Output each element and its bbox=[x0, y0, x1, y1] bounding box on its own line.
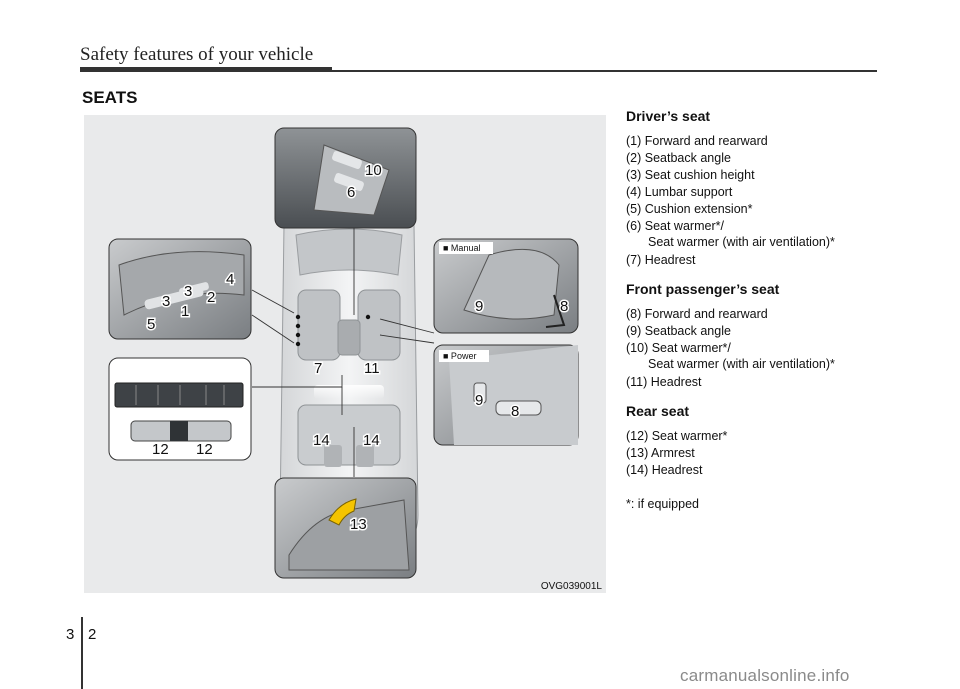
callout-6: 6 bbox=[347, 184, 355, 201]
driver-item: (4) Lumbar support bbox=[626, 185, 733, 199]
rear-item: (14) Headrest bbox=[626, 463, 703, 477]
inset-rear-warmer-switches bbox=[108, 357, 252, 461]
driver-item: (7) Headrest bbox=[626, 253, 696, 267]
callout-14-b: 14 bbox=[363, 432, 380, 449]
seat-feature-list: Driver’s seat (1) Forward and rearward (… bbox=[626, 108, 926, 511]
driver-item: (5) Cushion extension* bbox=[626, 202, 753, 216]
passenger-item-continued: Seat warmer (with air ventilation)* bbox=[648, 357, 835, 371]
footnote: *: if equipped bbox=[626, 497, 699, 511]
power-tag-bg bbox=[439, 350, 489, 362]
inset-driver-seat-controls bbox=[108, 238, 252, 340]
callout-13: 13 bbox=[350, 516, 367, 533]
inset-power-seat bbox=[433, 344, 579, 446]
manual-tag: ■ Manual bbox=[443, 243, 480, 253]
leader-lines bbox=[251, 228, 435, 477]
callout-14-a: 14 bbox=[313, 432, 330, 449]
callout-11: 11 bbox=[364, 360, 380, 377]
callout-5: 5 bbox=[147, 316, 155, 333]
driver-item-continued: Seat warmer (with air ventilation)* bbox=[648, 235, 835, 249]
seats-diagram: ■ Manual ■ Power 10 6 4 3 2 3 1 5 7 11 9… bbox=[108, 127, 579, 579]
power-tag: ■ Power bbox=[443, 351, 476, 361]
watermark: carmanualsonline.info bbox=[680, 666, 850, 685]
chapter-number: 3 bbox=[66, 626, 75, 643]
page-number-rule bbox=[81, 617, 83, 689]
rear-seat-heading: Rear seat bbox=[626, 403, 690, 419]
callouts: 10 6 4 3 2 3 1 5 7 11 9 8 9 8 14 14 12 1… bbox=[146, 161, 570, 535]
callout-3-a: 3 bbox=[184, 283, 192, 300]
callout-8-a: 8 bbox=[560, 298, 568, 315]
driver-seat-heading: Driver’s seat bbox=[626, 108, 711, 124]
car-top-view bbox=[279, 202, 419, 566]
callout-9-b: 9 bbox=[475, 392, 483, 409]
header-rule-accent bbox=[80, 67, 332, 72]
rear-item: (13) Armrest bbox=[626, 446, 695, 460]
callout-3-b: 3 bbox=[162, 293, 170, 310]
inset-rear-armrest bbox=[274, 477, 417, 579]
passenger-item: (11) Headrest bbox=[626, 375, 702, 389]
seats-illustration: ■ Manual ■ Power 10 6 4 3 2 3 1 5 7 11 9… bbox=[84, 115, 606, 593]
callout-9-a: 9 bbox=[475, 298, 483, 315]
driver-item: (1) Forward and rearward bbox=[626, 134, 768, 148]
page-number: 2 bbox=[88, 626, 97, 643]
manual-tag-bg bbox=[439, 242, 493, 254]
inset-manual-seat bbox=[433, 238, 579, 334]
callout-12-a: 12 bbox=[152, 441, 169, 458]
header-rule bbox=[80, 70, 877, 72]
callout-4: 4 bbox=[226, 271, 234, 288]
figure-code: OVG039001L bbox=[540, 581, 602, 592]
driver-item: (6) Seat warmer*/ bbox=[626, 219, 724, 233]
callout-7: 7 bbox=[314, 360, 322, 377]
passenger-seat-heading: Front passenger’s seat bbox=[626, 281, 780, 297]
callout-10: 10 bbox=[365, 162, 382, 179]
callout-1: 1 bbox=[181, 303, 189, 320]
passenger-item: (8) Forward and rearward bbox=[626, 307, 768, 321]
passenger-item: (9) Seatback angle bbox=[626, 324, 731, 338]
rear-item: (12) Seat warmer* bbox=[626, 429, 728, 443]
callout-8-b: 8 bbox=[511, 403, 519, 420]
running-header: Safety features of your vehicle bbox=[80, 44, 314, 65]
driver-item: (2) Seatback angle bbox=[626, 151, 731, 165]
driver-item: (3) Seat cushion height bbox=[626, 168, 755, 182]
callout-12-b: 12 bbox=[196, 441, 213, 458]
callout-2: 2 bbox=[207, 289, 215, 306]
passenger-item: (10) Seat warmer*/ bbox=[626, 341, 731, 355]
inset-door-controls bbox=[274, 127, 417, 229]
section-title: SEATS bbox=[82, 88, 138, 107]
